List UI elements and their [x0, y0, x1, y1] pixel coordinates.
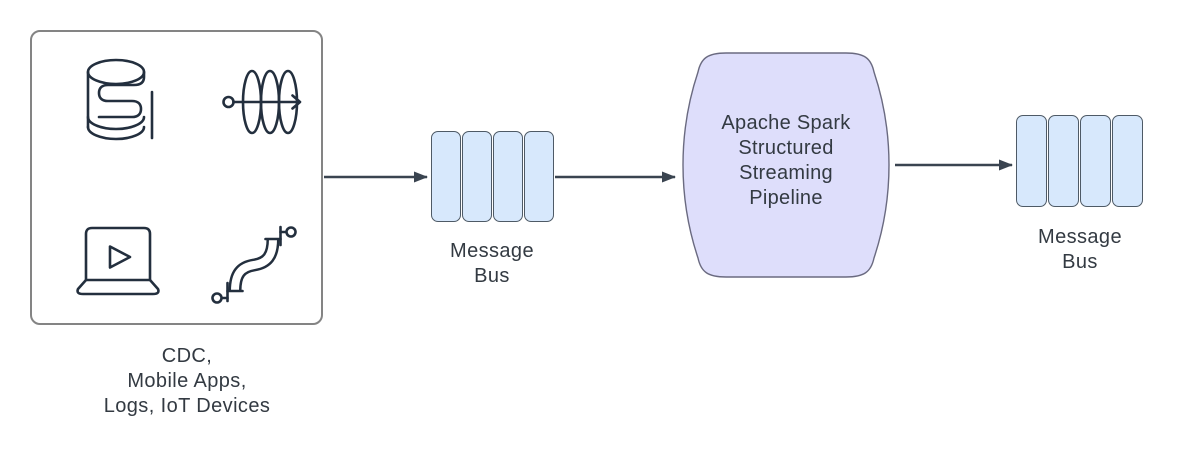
- bus-segment: [493, 131, 523, 222]
- source-systems-label: CDC, Mobile Apps, Logs, IoT Devices: [103, 345, 271, 417]
- message-bus-out: [1016, 115, 1143, 207]
- bus-segment: [1048, 115, 1079, 207]
- message-bus-out-label: Message Bus: [1038, 226, 1122, 273]
- spark-node-label: Apache Spark Structured Streaming Pipeli…: [721, 112, 851, 209]
- bus-segment: [1112, 115, 1143, 207]
- spark-barrel-shape: [682, 52, 890, 278]
- laptop-play-icon: [72, 224, 164, 302]
- data-pipeline-icon: [204, 218, 304, 308]
- database-icon: [80, 58, 160, 144]
- data-stream-icon: [222, 64, 306, 140]
- bus-segment: [1080, 115, 1111, 207]
- bus-segment: [431, 131, 461, 222]
- message-bus-in: [431, 131, 554, 222]
- spark-node: Apache Spark Structured Streaming Pipeli…: [678, 52, 894, 278]
- bus-segment: [1016, 115, 1047, 207]
- bus-segment: [462, 131, 492, 222]
- source-systems-box: [30, 30, 323, 325]
- bus-segment: [524, 131, 554, 222]
- message-bus-in-label: Message Bus: [450, 240, 534, 287]
